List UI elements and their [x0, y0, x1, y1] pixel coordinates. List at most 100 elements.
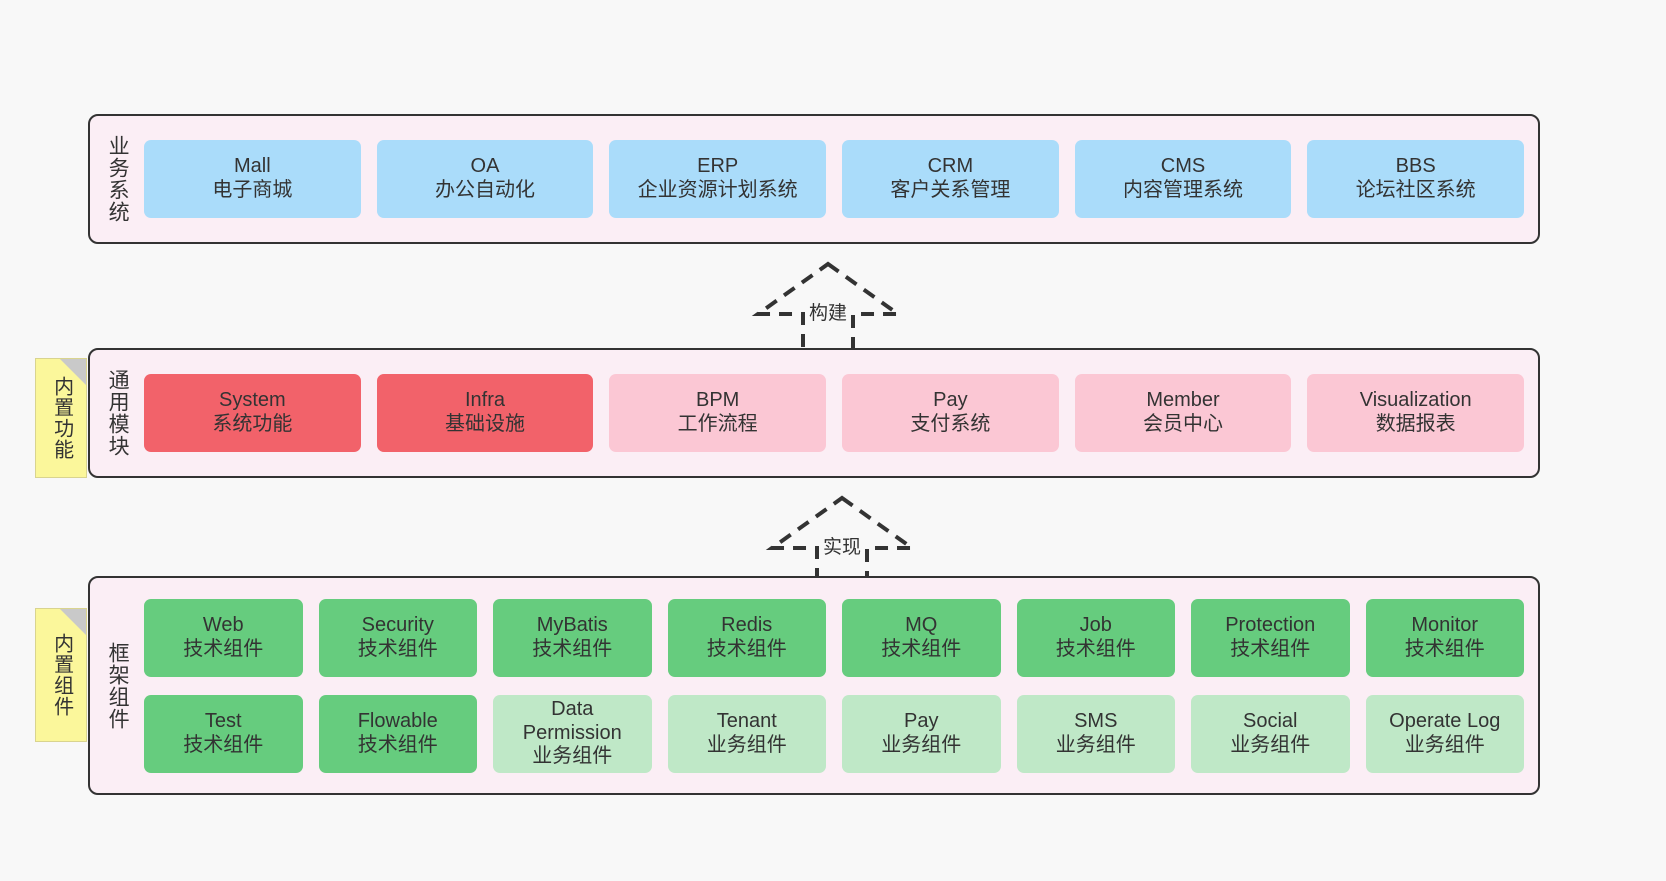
node-job-desc: 技术组件	[1055, 637, 1136, 660]
node-crm-title: CRM	[927, 155, 974, 178]
node-bbs[interactable]: BBS 论坛社区系统	[1307, 140, 1525, 218]
arrow-build-label: 构建	[808, 303, 848, 324]
node-system-desc: 系统功能	[212, 413, 293, 435]
framework-component-layer-label: 框架组件	[106, 641, 130, 730]
node-bbs-desc: 论坛社区系统	[1355, 179, 1476, 201]
node-mall-desc: 电子商城	[212, 179, 293, 201]
node-monitor-desc: 技术组件	[1404, 637, 1485, 660]
node-visualization-title: Visualization	[1359, 389, 1472, 412]
node-erp[interactable]: ERP 企业资源计划系统	[609, 140, 827, 218]
node-cms-desc: 内容管理系统	[1123, 179, 1244, 201]
node-social-title: Social	[1243, 709, 1298, 732]
node-pay-component[interactable]: Pay 业务组件	[842, 694, 1001, 773]
node-member-title: Member	[1146, 389, 1220, 412]
node-crm[interactable]: CRM 客户关系管理	[842, 140, 1059, 218]
business-system-layer: 业务系统 Mall 电子商城 OA 办公自动化 ERP 企业资源计划系统 CRM…	[88, 114, 1540, 244]
business-system-layer-label: 业务系统	[106, 135, 130, 223]
arrow-implement: 实现	[762, 492, 922, 587]
node-mybatis[interactable]: MyBatis 技术组件	[493, 598, 652, 677]
framework-component-node-container: Web 技术组件 Security 技术组件 MyBatis 技术组件 Redi…	[144, 578, 1538, 793]
node-test[interactable]: Test 技术组件	[144, 694, 303, 773]
arrow-build: 构建	[748, 258, 908, 353]
sticky-note-builtin-component: 内置组件	[35, 608, 87, 742]
node-security[interactable]: Security 技术组件	[318, 598, 477, 677]
arrow-implement-shape	[765, 495, 919, 586]
business-system-row: Mall 电子商城 OA 办公自动化 ERP 企业资源计划系统 CRM 客户关系…	[144, 140, 1525, 218]
common-module-row: System 系统功能 Infra 基础设施 BPM 工作流程 Pay 支付系统…	[144, 374, 1525, 452]
node-mall[interactable]: Mall 电子商城	[144, 140, 361, 218]
node-pay-module[interactable]: Pay 支付系统	[842, 374, 1059, 452]
node-member-desc: 会员中心	[1143, 413, 1224, 435]
node-sms-title: SMS	[1074, 709, 1118, 732]
node-bpm-desc: 工作流程	[677, 413, 758, 435]
node-pay-component-desc: 业务组件	[881, 733, 962, 756]
node-mybatis-title: MyBatis	[536, 613, 608, 636]
node-visualization[interactable]: Visualization 数据报表	[1307, 374, 1525, 452]
node-crm-desc: 客户关系管理	[890, 179, 1011, 201]
sticky-note-builtin-function-label: 内置功能	[50, 376, 73, 460]
node-pay-module-desc: 支付系统	[910, 413, 991, 435]
node-web-desc: 技术组件	[183, 637, 264, 660]
node-mq-title: MQ	[905, 613, 938, 636]
node-protection-desc: 技术组件	[1230, 637, 1311, 660]
business-system-node-container: Mall 电子商城 OA 办公自动化 ERP 企业资源计划系统 CRM 客户关系…	[144, 116, 1538, 242]
node-visualization-desc: 数据报表	[1375, 413, 1456, 435]
node-security-title: Security	[361, 613, 434, 636]
node-test-title: Test	[204, 709, 242, 732]
node-system[interactable]: System 系统功能	[144, 374, 361, 452]
node-sms[interactable]: SMS 业务组件	[1016, 694, 1175, 773]
framework-component-layer: 框架组件 Web 技术组件 Security 技术组件 MyBatis 技术组件…	[88, 576, 1540, 795]
node-security-desc: 技术组件	[357, 637, 438, 660]
node-tenant[interactable]: Tenant 业务组件	[667, 694, 826, 773]
node-member[interactable]: Member 会员中心	[1074, 374, 1292, 452]
node-pay-module-title: Pay	[933, 389, 968, 412]
arrow-implement-label: 实现	[822, 537, 862, 558]
node-data-permission-desc: 业务组件	[532, 745, 613, 768]
node-cms-title: CMS	[1160, 155, 1206, 178]
node-social[interactable]: Social 业务组件	[1191, 694, 1350, 773]
node-data-permission[interactable]: Data Permission 业务组件	[493, 694, 652, 773]
node-oa-title: OA	[470, 155, 500, 178]
node-web[interactable]: Web 技术组件	[144, 598, 303, 677]
node-monitor-title: Monitor	[1411, 613, 1479, 636]
node-redis-title: Redis	[721, 613, 773, 636]
node-redis-desc: 技术组件	[706, 637, 787, 660]
sticky-note-builtin-component-label: 内置组件	[50, 633, 73, 717]
node-protection[interactable]: Protection 技术组件	[1191, 598, 1350, 677]
node-oa[interactable]: OA 办公自动化	[376, 140, 594, 218]
node-social-desc: 业务组件	[1230, 733, 1311, 756]
node-operate-log-title: Operate Log	[1389, 709, 1501, 732]
node-mall-title: Mall	[234, 155, 271, 178]
node-test-desc: 技术组件	[183, 733, 264, 756]
node-flowable-desc: 技术组件	[357, 733, 438, 756]
arrow-build-shape	[751, 261, 905, 352]
common-module-layer: 通用模块 System 系统功能 Infra 基础设施 BPM 工作流程 Pay…	[88, 348, 1540, 478]
framework-component-row-2: Test 技术组件 Flowable 技术组件 Data Permission …	[144, 694, 1524, 773]
node-infra[interactable]: Infra 基础设施	[376, 374, 594, 452]
node-operate-log-desc: 业务组件	[1404, 733, 1485, 756]
node-oa-desc: 办公自动化	[435, 179, 535, 201]
node-job-title: Job	[1079, 613, 1112, 636]
node-bpm-title: BPM	[696, 389, 740, 412]
node-mq-desc: 技术组件	[881, 637, 962, 660]
node-tenant-desc: 业务组件	[706, 733, 787, 756]
node-infra-desc: 基础设施	[445, 413, 525, 435]
sticky-note-builtin-function: 内置功能	[35, 358, 87, 478]
node-redis[interactable]: Redis 技术组件	[667, 598, 826, 677]
node-mq[interactable]: MQ 技术组件	[842, 598, 1001, 677]
node-mybatis-desc: 技术组件	[532, 637, 613, 660]
node-job[interactable]: Job 技术组件	[1016, 598, 1175, 677]
node-operate-log[interactable]: Operate Log 业务组件	[1365, 694, 1524, 773]
common-module-layer-label: 通用模块	[106, 369, 130, 457]
node-data-permission-title: Data Permission	[522, 698, 622, 744]
node-monitor[interactable]: Monitor 技术组件	[1365, 598, 1524, 677]
node-sms-desc: 业务组件	[1055, 733, 1136, 756]
node-cms[interactable]: CMS 内容管理系统	[1074, 140, 1292, 218]
node-protection-title: Protection	[1225, 613, 1316, 636]
framework-component-row-1: Web 技术组件 Security 技术组件 MyBatis 技术组件 Redi…	[144, 598, 1524, 677]
node-system-title: System	[218, 389, 286, 412]
node-bpm[interactable]: BPM 工作流程	[609, 374, 827, 452]
node-tenant-title: Tenant	[716, 709, 777, 732]
node-flowable[interactable]: Flowable 技术组件	[318, 694, 477, 773]
